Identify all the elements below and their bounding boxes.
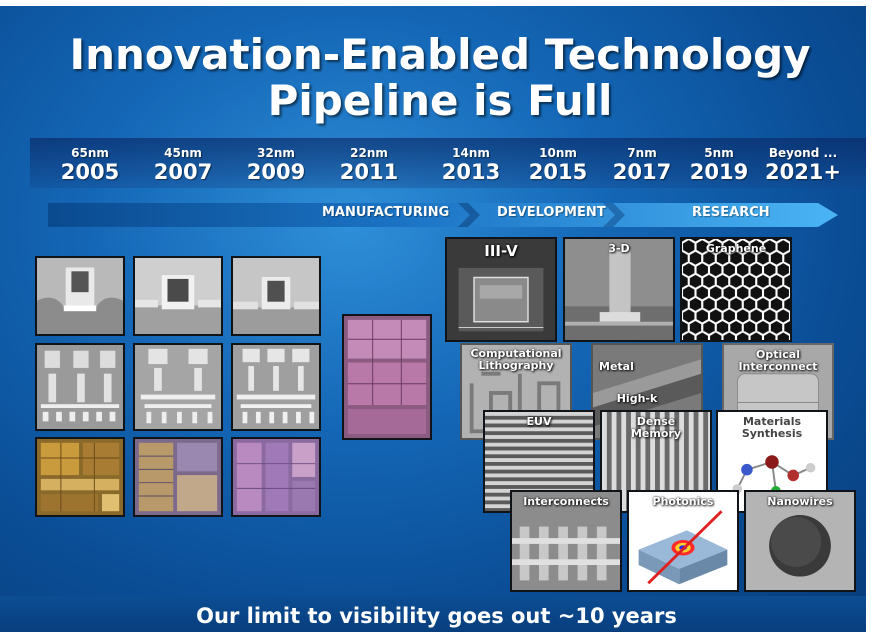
photonics-image: Photonics (627, 490, 739, 592)
interconnects-image: Interconnects (510, 490, 622, 592)
top-border (0, 0, 873, 6)
die-photo-65nm-image (35, 437, 125, 517)
timeline-item-2013: 14nm 2013 (426, 146, 516, 184)
tem-transistor-32nm-image (231, 256, 321, 336)
year-label: 2017 (612, 160, 672, 184)
stage-development: DEVELOPMENT (497, 205, 606, 220)
timeline-item-2005: 65nm 2005 (45, 146, 135, 184)
timeline-item-2017: 7nm 2017 (597, 146, 687, 184)
graphene-label: Graphene (705, 242, 767, 255)
die-photo-45nm-image (133, 437, 223, 517)
nanowires-label: Nanowires (767, 495, 833, 508)
year-label: 2021+ (764, 160, 842, 184)
year-label: 2019 (689, 160, 749, 184)
node-label: 32nm (257, 146, 295, 160)
year-label: 2005 (60, 160, 120, 184)
euv-pattern-image: EUV (483, 410, 595, 513)
pipeline-arrow (48, 203, 838, 227)
die-photo-22nm-image (342, 314, 432, 440)
stage-research: RESEARCH (692, 205, 770, 220)
interconnect-stack-45nm-image (133, 343, 223, 431)
timeline-item-2009: 32nm 2009 (231, 146, 321, 184)
year-label: 2011 (339, 160, 399, 184)
die-photo-32nm-image (231, 437, 321, 517)
timeline-item-2011: 22nm 2011 (324, 146, 414, 184)
node-label: 10nm (539, 146, 577, 160)
photonics-label: Photonics (652, 495, 714, 508)
stage-manufacturing: MANUFACTURING (322, 205, 450, 220)
node-label: 22nm (350, 146, 388, 160)
timeline-item-2015: 10nm 2015 (513, 146, 603, 184)
metal-label: Metal (599, 360, 634, 373)
dense-memory-image: Dense Memory (600, 410, 712, 513)
right-border (866, 0, 873, 635)
tem-transistor-45nm-image (133, 256, 223, 336)
node-label: 14nm (452, 146, 490, 160)
timeline-item-2007: 45nm 2007 (138, 146, 228, 184)
nanowires-image: Nanowires (744, 490, 856, 592)
bottom-border (0, 632, 873, 635)
year-label: 2009 (246, 160, 306, 184)
optical-interconnect-label: Optical Interconnect (738, 348, 818, 373)
interconnect-stack-65nm-image (35, 343, 125, 431)
title-line-2: Pipeline is Full (267, 76, 613, 125)
dense-memory-label: Dense Memory (630, 415, 682, 440)
tem-transistor-65nm-image (35, 256, 125, 336)
3d-transistor-image: 3-D (563, 237, 675, 342)
iii-v-label: III-V (484, 242, 518, 260)
timeline-item-2021: Beyond ... 2021+ (758, 146, 848, 184)
materials-synthesis-label: Materials Synthesis (741, 415, 803, 440)
title-line-1: Innovation-Enabled Technology (69, 30, 811, 79)
iii-v-device-image: III-V (445, 237, 557, 342)
node-label: Beyond ... (768, 146, 838, 160)
node-label: 45nm (164, 146, 202, 160)
timeline-item-2019: 5nm 2019 (674, 146, 764, 184)
high-k-label: High-k (616, 392, 658, 405)
year-label: 2013 (441, 160, 501, 184)
node-label: 7nm (627, 146, 657, 160)
footer-text: Our limit to visibility goes out ~10 yea… (196, 604, 677, 628)
euv-label: EUV (526, 415, 552, 428)
slide-title: Innovation-Enabled Technology Pipeline i… (60, 32, 820, 124)
node-label: 5nm (704, 146, 734, 160)
computational-lithography-image: Computational Lithography (460, 343, 572, 440)
3d-label: 3-D (608, 242, 630, 255)
interconnects-label: Interconnects (523, 495, 609, 508)
year-label: 2015 (528, 160, 588, 184)
footer-banner (0, 596, 873, 635)
year-label: 2007 (153, 160, 213, 184)
timeline-band (30, 138, 873, 188)
graphene-lattice-image: Graphene (680, 237, 792, 342)
node-label: 65nm (71, 146, 109, 160)
interconnect-stack-32nm-image (231, 343, 321, 431)
computational-lithography-label: Computational Lithography (470, 347, 562, 372)
